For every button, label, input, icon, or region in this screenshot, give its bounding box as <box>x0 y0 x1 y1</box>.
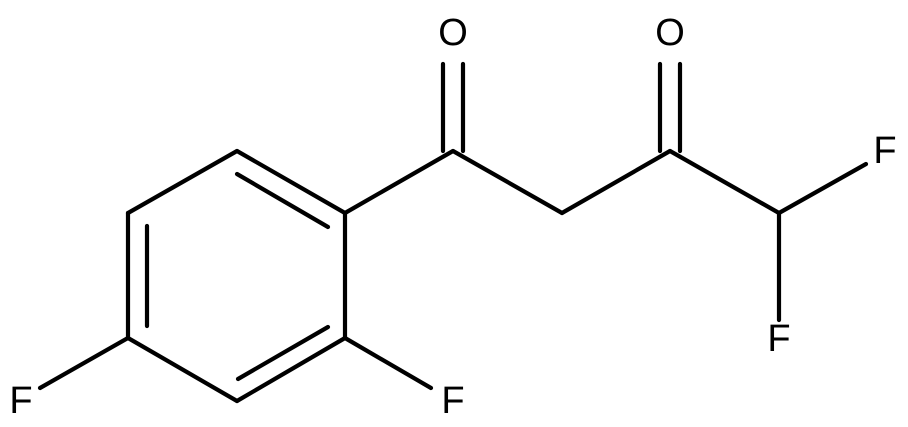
ring-bond-c2-c3 <box>125 148 240 216</box>
atom-f-para-label: F <box>9 380 32 422</box>
bond-c4-f-para <box>37 335 131 391</box>
atom-o1-label: O <box>438 12 468 54</box>
ring-bond-c1-c2 <box>234 148 348 216</box>
bonds <box>37 61 869 404</box>
ring-bond-c5-c6 <box>234 335 348 404</box>
bond-carbonyl1-ch2 <box>450 148 565 216</box>
atom-f-chf2-top-label: F <box>873 130 896 172</box>
atom-f-ortho-label: F <box>441 380 464 422</box>
bond-carbonyl2-chf2 <box>667 148 782 216</box>
ring-bond-c5-c6-inner <box>235 324 331 382</box>
atom-labels: O O F F F F <box>9 12 896 422</box>
bond-c6-f-ortho <box>342 335 434 391</box>
bond-ring-carbonyl1 <box>342 148 456 216</box>
atom-o2-label: O <box>655 12 685 54</box>
atom-f-chf2-bottom-label: F <box>767 318 790 360</box>
bond-chf2-f-top <box>776 161 869 216</box>
ring-bond-c4-c5 <box>125 335 240 404</box>
ring-bond-c1-c2-inner <box>234 171 331 230</box>
bond-ch2-carbonyl2 <box>559 148 673 216</box>
